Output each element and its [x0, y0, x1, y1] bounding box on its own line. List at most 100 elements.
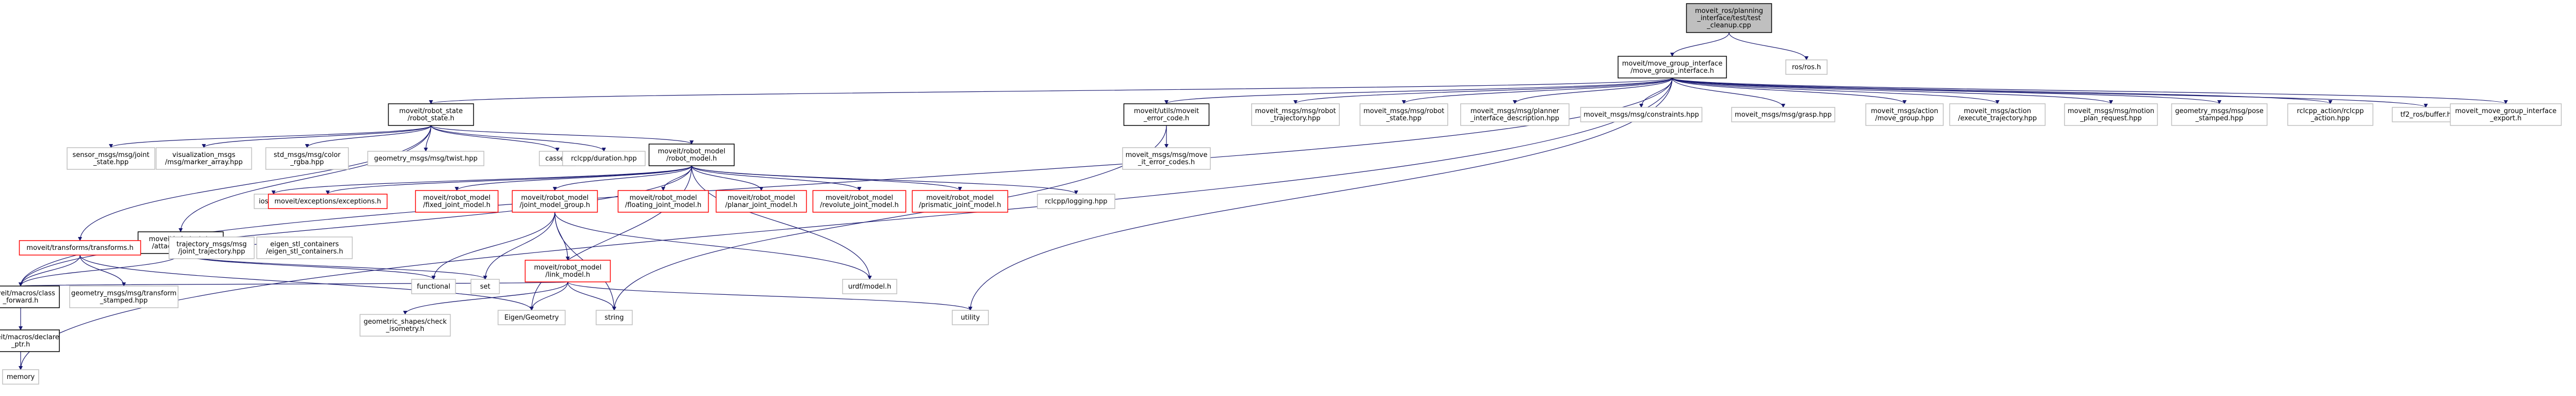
- node-box: [2171, 103, 2268, 126]
- node-pid[interactable]: moveit_msgs/msg/planner_interface_descri…: [1460, 103, 1570, 126]
- edge-mgi-to-utility: [968, 77, 1673, 311]
- node-constr[interactable]: moveit_msgs/msg/constraints.hpp: [1580, 107, 1703, 122]
- node-box: [69, 286, 179, 308]
- node-rsm[interactable]: moveit/robot_state/robot_state.h: [388, 103, 474, 126]
- node-planar[interactable]: moveit/robot_model/planar_joint_model.h: [715, 190, 807, 213]
- node-memory[interactable]: memory: [2, 369, 39, 385]
- node-transforms[interactable]: moveit/transforms/transforms.h: [19, 240, 141, 256]
- node-box: [470, 279, 500, 294]
- node-label: geometric_shapes/check: [363, 318, 446, 326]
- node-ec[interactable]: moveit/utils/moveit_error_code.h: [1123, 103, 1210, 126]
- node-rtraj[interactable]: moveit_msgs/msg/robot_trajectory.hpp: [1251, 103, 1340, 126]
- node-box: [952, 310, 989, 325]
- node-string[interactable]: string: [596, 310, 633, 325]
- node-prismatic[interactable]: moveit/robot_model/prismatic_joint_model…: [911, 190, 1009, 213]
- node-label: _cleanup.cpp: [1706, 22, 1751, 29]
- node-eigen[interactable]: Eigen/Geometry: [498, 310, 566, 325]
- node-label: moveit/robot_model: [521, 194, 589, 202]
- node-label: /eigen_stl_containers.h: [266, 248, 343, 256]
- node-label: rclcpp_action/rclcpp: [2297, 107, 2364, 115]
- node-mga[interactable]: moveit_msgs/action/move_group.hpp: [1865, 103, 1944, 126]
- node-floating[interactable]: moveit/robot_model/floating_joint_model.…: [617, 190, 709, 213]
- node-box: [1618, 56, 1727, 78]
- node-fixed[interactable]: moveit/robot_model/fixed_joint_model.h: [415, 190, 499, 213]
- dependency-edges: [19, 32, 2508, 370]
- node-rcldur[interactable]: rclcpp/duration.hpp: [562, 151, 646, 166]
- node-mpr[interactable]: moveit_msgs/msg/motion_plan_request.hpp: [2064, 103, 2158, 126]
- node-eigenstl[interactable]: eigen_stl_containers/eigen_stl_container…: [256, 236, 353, 259]
- node-grasp[interactable]: moveit_msgs/msg/grasp.hpp: [1731, 107, 1835, 122]
- node-label: moveit/move_group_interface: [1622, 60, 1722, 68]
- node-label: _plan_request.hpp: [2079, 115, 2141, 122]
- node-ros[interactable]: ros/ros.h: [1785, 59, 1828, 75]
- edge-rmodel-to-urdf: [691, 165, 872, 280]
- node-box: [0, 286, 60, 308]
- node-box: [0, 329, 60, 352]
- node-pose[interactable]: geometry_msgs/msg/pose_stamped.hpp: [2171, 103, 2268, 126]
- node-label: moveit/robot_model: [423, 194, 491, 202]
- node-label: /robot_state.h: [408, 115, 455, 122]
- node-exportm[interactable]: moveit_move_group_interface_export.h: [2450, 103, 2562, 126]
- node-rclact[interactable]: rclcpp_action/rclcpp_action.hpp: [2287, 103, 2374, 126]
- node-box: [842, 279, 898, 294]
- node-label: moveit_msgs/action: [1964, 107, 2031, 115]
- node-label: /floating_joint_model.h: [625, 201, 701, 209]
- edge-rmodel-to-exc: [326, 165, 692, 195]
- edge-rsm-to-ab: [179, 125, 431, 232]
- node-label: _stamped.hpp: [2195, 115, 2243, 122]
- node-label: Eigen/Geometry: [504, 314, 559, 322]
- node-label: moveit/robot_model: [658, 148, 726, 155]
- node-tstamped[interactable]: geometry_msgs/msg/transform_stamped.hpp: [69, 286, 179, 308]
- node-tjt[interactable]: trajectory_msgs/msg/joint_trajectory.hpp: [168, 236, 255, 259]
- node-label: moveit_msgs/msg/grasp.hpp: [1735, 111, 1832, 119]
- node-urdf[interactable]: urdf/model.h: [842, 279, 898, 294]
- node-rstate[interactable]: moveit_msgs/msg/robot_state.hpp: [1359, 103, 1448, 126]
- node-exc[interactable]: moveit/exceptions/exceptions.h: [268, 194, 388, 209]
- node-label: utility: [961, 314, 980, 322]
- node-set[interactable]: set: [470, 279, 500, 294]
- node-logging[interactable]: rclcpp/logging.hpp: [1037, 194, 1115, 209]
- node-label: _isometry.h: [386, 325, 424, 333]
- node-jmg[interactable]: moveit/robot_model/joint_model_group.h: [511, 190, 598, 213]
- node-geom[interactable]: geometric_shapes/check_isometry.h: [359, 314, 451, 337]
- edge-rmodel-to-jmg: [553, 165, 692, 191]
- node-etraj[interactable]: moveit_msgs/action/execute_trajectory.hp…: [1949, 103, 2046, 126]
- node-box: [715, 190, 807, 213]
- node-vis[interactable]: visualization_msgs/msg/marker_array.hpp: [155, 147, 252, 170]
- node-utility[interactable]: utility: [952, 310, 989, 325]
- node-sjs[interactable]: sensor_msgs/msg/joint_state.hpp: [67, 147, 155, 170]
- node-label: moveit/macros/class: [0, 290, 55, 297]
- node-tf2[interactable]: tf2_ros/buffer.h: [2392, 107, 2460, 122]
- node-label: moveit/robot_model: [728, 194, 795, 202]
- node-macros[interactable]: moveit/macros/class_forward.h: [0, 286, 60, 308]
- node-ecodes[interactable]: moveit_msgs/msg/move_it_error_codes.h: [1122, 147, 1211, 170]
- node-label: _interface_description.hpp: [1470, 115, 1559, 122]
- node-box: [1865, 103, 1944, 126]
- node-root: moveit_ros/planning_interface/test/test_…: [1686, 3, 1772, 33]
- edge-mgi-to-rsm: [429, 77, 1673, 104]
- edge-rsm-to-color: [305, 125, 431, 148]
- node-color[interactable]: std_msgs/msg/color_rgba.hpp: [265, 147, 349, 170]
- node-mgi[interactable]: moveit/move_group_interface/move_group_i…: [1618, 56, 1727, 78]
- edge-rsm-to-cassert: [430, 125, 559, 152]
- node-functional[interactable]: functional: [411, 279, 456, 294]
- edge-lm-to-eigen: [530, 281, 568, 311]
- node-lm[interactable]: moveit/robot_model/link_model.h: [524, 260, 611, 282]
- node-label: moveit_msgs/msg/robot: [1364, 107, 1445, 115]
- node-declptr[interactable]: moveit/macros/declare_ptr.h: [0, 329, 60, 352]
- node-box: [367, 151, 485, 166]
- node-label: /robot_model.h: [666, 155, 717, 163]
- edge-mgi-to-grasp: [1672, 77, 1785, 108]
- node-twist[interactable]: geometry_msgs/msg/twist.hpp: [367, 151, 485, 166]
- node-revolute[interactable]: moveit/robot_model/revolute_joint_model.…: [812, 190, 906, 213]
- edge-root-to-mgi: [1670, 32, 1730, 57]
- node-box: [1785, 59, 1828, 75]
- node-label: moveit_msgs/msg/move: [1126, 151, 1208, 159]
- node-box: [511, 190, 598, 213]
- node-label: _state.hpp: [93, 159, 129, 166]
- node-label: moveit/robot_model: [826, 194, 893, 202]
- edge-jmg-to-functional: [431, 212, 555, 280]
- node-label: _export.h: [2490, 115, 2522, 122]
- node-rmodel[interactable]: moveit/robot_model/robot_model.h: [648, 144, 735, 166]
- edge-rsm-to-transforms: [78, 125, 431, 241]
